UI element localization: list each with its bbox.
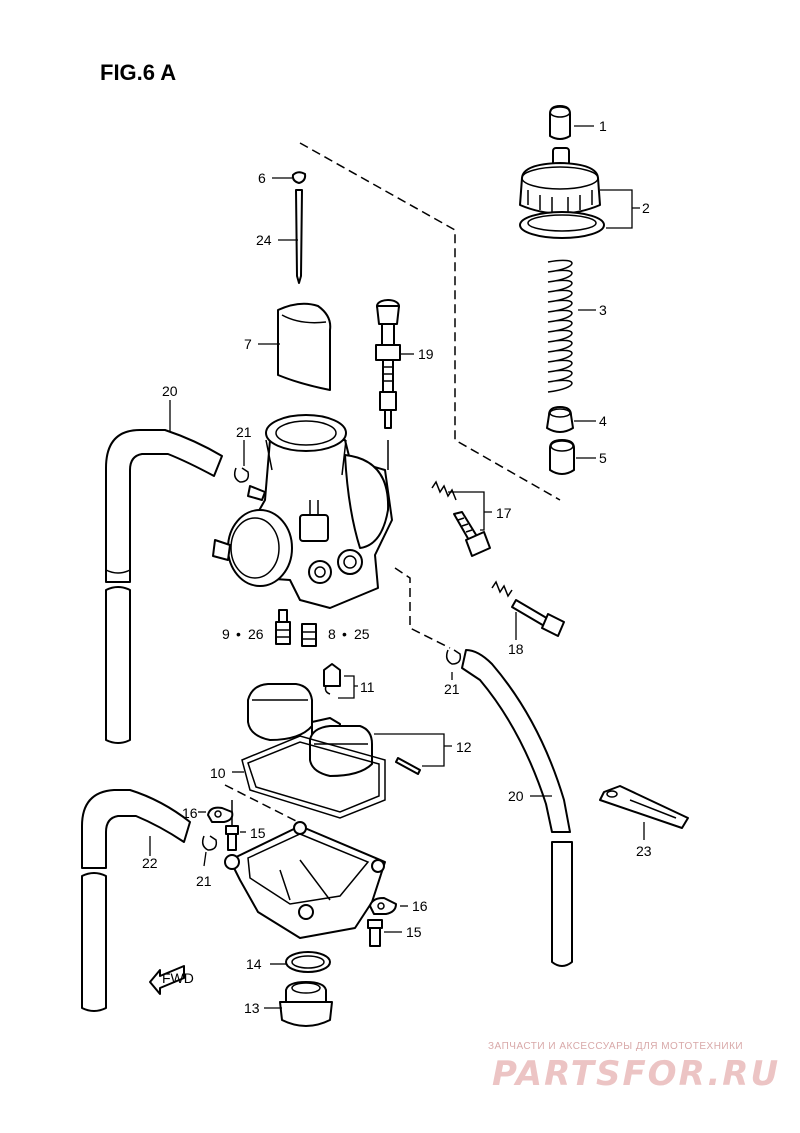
label-20-right: 20 — [508, 788, 524, 804]
label-2: 2 — [642, 200, 650, 216]
label-15-lower: 15 — [406, 924, 422, 940]
label-11: 11 — [360, 679, 375, 695]
drain-plug-part-13 — [279, 981, 333, 1027]
hose-clip-part-21-lower — [201, 835, 218, 851]
dashed-line-needle-to-valve — [299, 142, 561, 501]
hose-part-20-left — [105, 429, 223, 744]
label-26: 26 — [248, 626, 264, 642]
fwd-label: FWD — [162, 970, 194, 986]
label-12: 12 — [456, 739, 472, 755]
plate-part-7 — [277, 302, 332, 391]
label-4: 4 — [599, 413, 607, 429]
label-8: 8 — [328, 626, 336, 642]
label-16-upper: 16 — [182, 805, 198, 821]
label-13: 13 — [244, 1000, 260, 1016]
pilot-screw-part-17 — [431, 480, 491, 557]
label-15-upper: 15 — [250, 825, 266, 841]
watermark-caption: ЗАПЧАСТИ И АКСЕССУАРЫ ДЛЯ МОТОТЕХНИКИ — [488, 1041, 744, 1052]
label-9: 9 — [222, 626, 230, 642]
watermark-logo: PARTSFOR.RU — [492, 1054, 781, 1094]
label-23: 23 — [636, 843, 652, 859]
o-ring-part-14 — [285, 951, 331, 973]
label-21-middle: 21 — [444, 681, 460, 697]
jet-needle-part-24 — [295, 189, 303, 284]
label-25: 25 — [354, 626, 370, 642]
label-21-lower: 21 — [196, 873, 212, 889]
label-6: 6 — [258, 170, 266, 186]
label-24: 24 — [256, 232, 272, 248]
label-22: 22 — [142, 855, 158, 871]
jet-part-8-25 — [301, 623, 317, 647]
gasket-part-10 — [241, 735, 386, 819]
label-21-upper: 21 — [236, 424, 252, 440]
label-5: 5 — [599, 450, 607, 466]
hose-part-20-right — [461, 649, 573, 967]
label-10: 10 — [210, 765, 226, 781]
washer-part-16-lower — [369, 897, 397, 915]
hose-clip-part-21-upper — [233, 467, 250, 483]
label-17: 17 — [496, 505, 512, 521]
label-3: 3 — [599, 302, 607, 318]
hose-clip-part-21-middle — [445, 649, 462, 665]
hose-part-22 — [81, 789, 191, 1012]
top-cover-part-2 — [519, 147, 605, 239]
spring-part-3 — [547, 259, 573, 393]
label-20-left: 20 — [162, 383, 178, 399]
figure-title: FIG.6 A — [100, 60, 177, 85]
washer-part-16-upper — [207, 806, 234, 823]
carburetor-body — [212, 414, 393, 609]
label-7: 7 — [244, 336, 252, 352]
cap-part-1 — [549, 105, 571, 140]
forward-arrow-icon: FWD — [149, 965, 194, 995]
dashed-line-bowl — [224, 784, 301, 824]
label-16-lower: 16 — [412, 898, 428, 914]
label-18: 18 — [508, 641, 524, 657]
jet-part-9-26 — [275, 609, 291, 645]
label-14: 14 — [246, 956, 262, 972]
throttle-valve-part-5 — [549, 439, 575, 475]
screw-part-15-upper — [225, 825, 239, 851]
separator-9-26: • — [236, 626, 241, 642]
starter-plunger-part-19 — [375, 299, 401, 429]
dashed-line-float-chamber — [394, 567, 451, 649]
float-bowl — [224, 821, 386, 939]
label-19: 19 — [418, 346, 434, 362]
label-1: 1 — [599, 118, 607, 134]
bracket-part-23 — [599, 785, 689, 829]
throttle-stop-screw-part-18 — [491, 580, 565, 637]
screw-part-15-lower — [367, 919, 383, 947]
float-needle-part-11 — [323, 663, 341, 695]
retainer-part-4 — [546, 406, 574, 433]
clip-part-6 — [291, 171, 307, 184]
float-part-12 — [247, 683, 421, 777]
callout-lines — [149, 125, 645, 1009]
separator-8-25: • — [342, 626, 347, 642]
